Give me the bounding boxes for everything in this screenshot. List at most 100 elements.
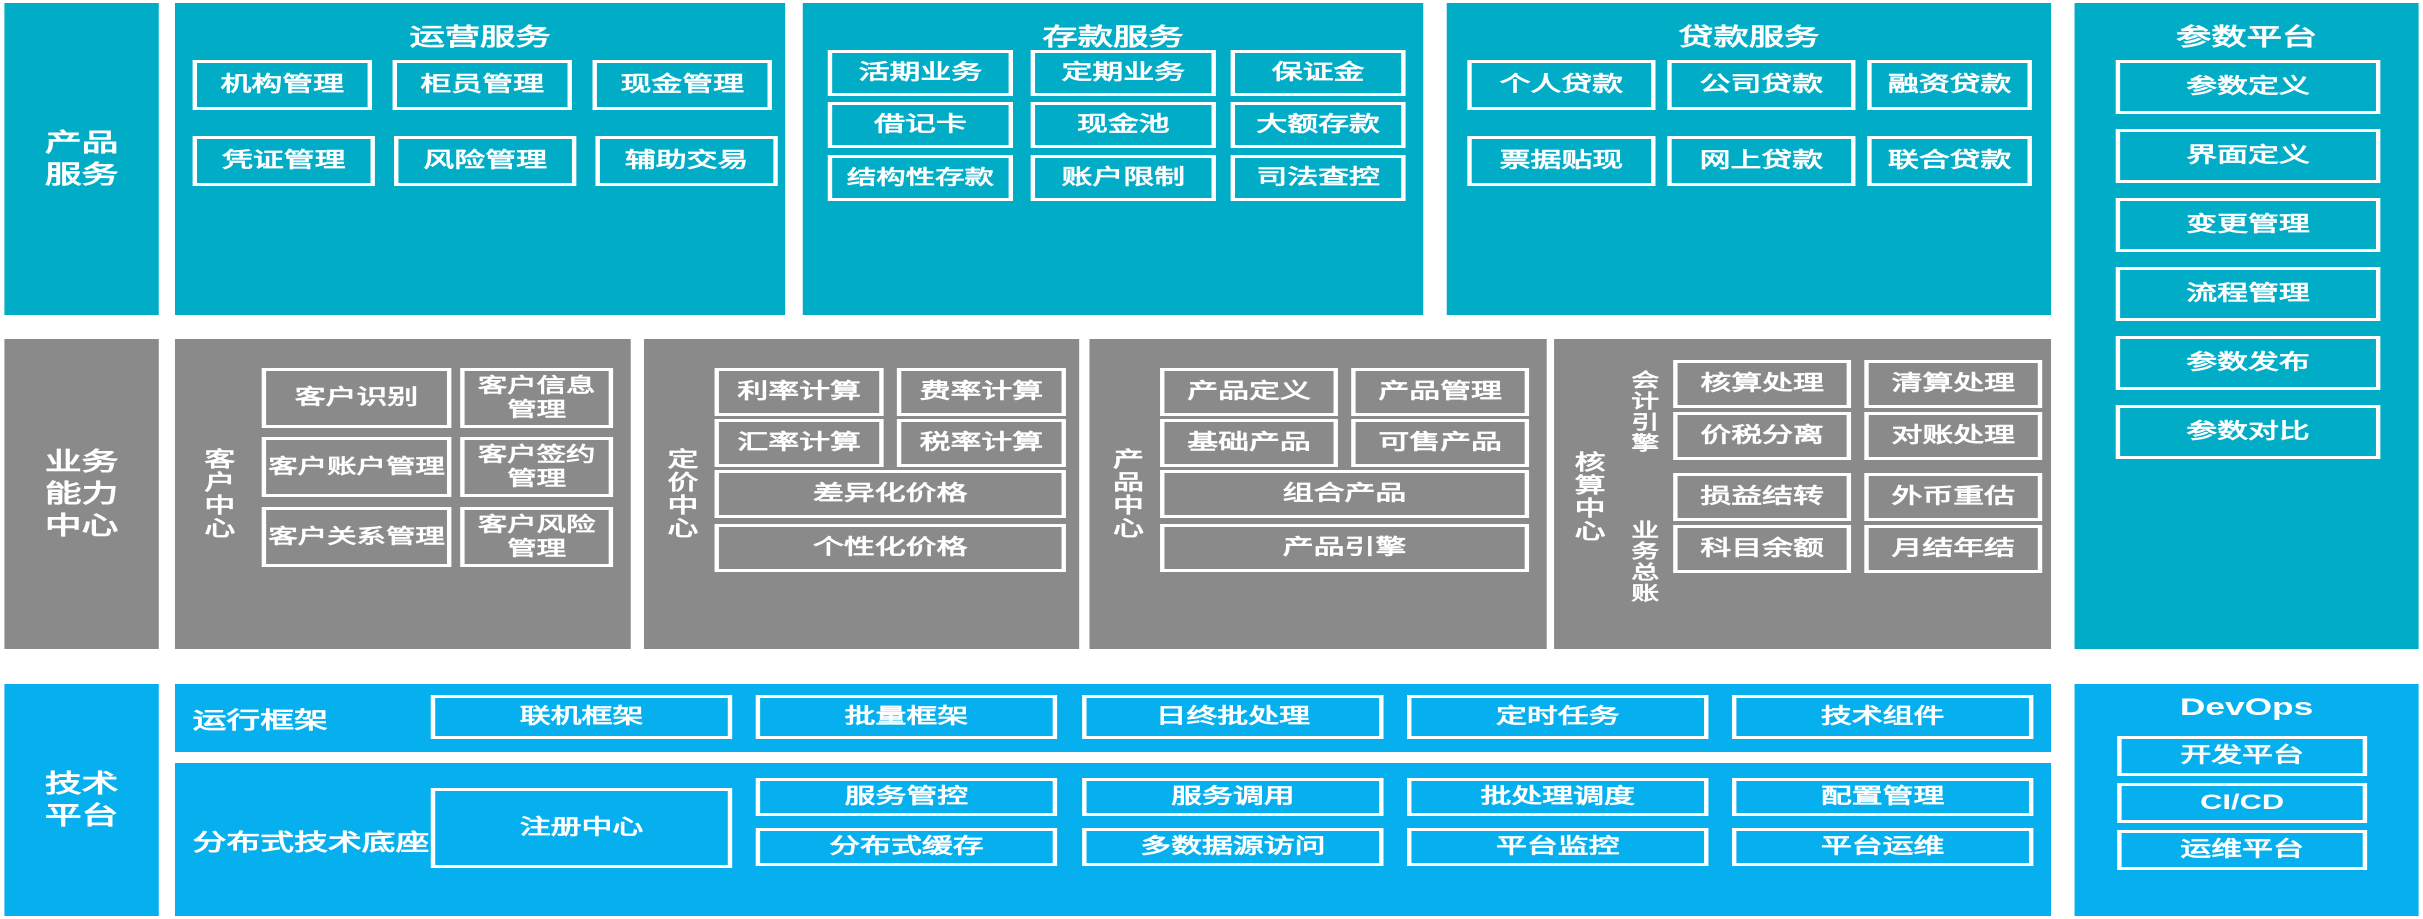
rail-parameter-platform-title: 参数平台 [2175,24,2318,51]
cell-personal-loan[interactable]: 个人贷款 [1467,60,1656,110]
cell-customer-relationship-management[interactable]: 客户关系管理 [261,507,452,567]
group-loan-services: 贷款服务 个人贷款 公司贷款 融资贷款 票据贴现 网上贷款 联合贷款 [1446,3,2052,315]
cell-large-deposit[interactable]: 大额存款 [1230,102,1406,148]
cell-batch-framework[interactable]: 批量框架 [755,695,1058,739]
cell-composite-product[interactable]: 组合产品 [1160,470,1530,518]
cell-technical-component[interactable]: 技术组件 [1731,695,2034,739]
cell-batch-scheduling[interactable]: 批处理调度 [1407,778,1709,816]
tech-row-distributed-foundation-label: 分布式技术底座 [192,828,430,855]
cell-process-management[interactable]: 流程管理 [2115,267,2381,321]
center-pricing: 定价中心 利率计算 费率计算 汇率计算 税率计算 差异化价格 个性化价格 [643,339,1080,649]
cell-parameter-publish[interactable]: 参数发布 [2115,336,2381,390]
cell-accounting-processing[interactable]: 核算处理 [1673,360,1852,408]
cell-exchange-rate-calculation[interactable]: 汇率计算 [714,419,884,467]
rail-parameter-platform: 参数平台 参数定义 界面定义 变更管理 流程管理 参数发布 参数对比 [2074,3,2419,649]
tech-row-distributed-foundation: 分布式技术底座 注册中心 服务管控 分布式缓存 服务调用 多数据源访问 批处理调… [174,763,2052,916]
cell-risk-management[interactable]: 风险管理 [394,136,577,186]
group-operations-services-title: 运营服务 [409,24,551,51]
cell-product-definition[interactable]: 产品定义 [1160,368,1338,416]
cell-online-framework[interactable]: 联机框架 [430,695,733,739]
cell-platform-monitoring[interactable]: 平台监控 [1407,828,1709,866]
cell-ops-platform[interactable]: 运维平台 [2117,830,2368,870]
tech-row-runtime-framework: 运行框架 联机框架 批量框架 日终批处理 定时任务 技术组件 [174,684,2052,752]
cell-cash-pool[interactable]: 现金池 [1030,102,1216,148]
cell-parameter-comparison[interactable]: 参数对比 [2115,405,2381,459]
cell-account-balance[interactable]: 科目余额 [1673,525,1852,573]
cell-distributed-cache[interactable]: 分布式缓存 [755,828,1058,866]
center-pricing-label: 定价中心 [663,448,698,540]
cell-judicial-control[interactable]: 司法查控 [1230,155,1406,201]
cell-service-governance[interactable]: 服务管控 [755,778,1058,816]
cell-customer-account-management[interactable]: 客户账户管理 [261,437,452,497]
cell-parameter-definition[interactable]: 参数定义 [2115,60,2381,114]
cell-voucher-management[interactable]: 凭证管理 [192,136,375,186]
layer-label-product-services-text: 产品 服务 [44,129,119,189]
center-product-label: 产品中心 [1109,448,1144,540]
center-product: 产品中心 产品定义 产品管理 基础产品 可售产品 组合产品 产品引擎 [1089,339,1547,649]
cell-product-management[interactable]: 产品管理 [1351,368,1530,416]
rail-devops-title: DevOps [2179,694,2314,721]
cell-basic-product[interactable]: 基础产品 [1160,419,1338,467]
cell-month-year-end-closing[interactable]: 月结年结 [1864,525,2043,573]
cell-syndicated-loan[interactable]: 联合贷款 [1867,136,2032,186]
cell-scheduled-task[interactable]: 定时任务 [1407,695,1709,739]
cell-multi-datasource-access[interactable]: 多数据源访问 [1082,828,1384,866]
cell-change-management[interactable]: 变更管理 [2115,198,2381,252]
center-customer: 客户中心 客户识别 客户信息管理 客户账户管理 客户签约管理 客户关系管理 客户… [174,339,631,649]
cell-interest-rate-calculation[interactable]: 利率计算 [714,368,884,416]
cell-tax-rate-calculation[interactable]: 税率计算 [896,419,1066,467]
cell-configuration-management[interactable]: 配置管理 [1731,778,2034,816]
group-loan-services-title: 贷款服务 [1678,24,1820,51]
tech-row-runtime-framework-label: 运行框架 [192,707,328,733]
cell-corporate-loan[interactable]: 公司贷款 [1667,60,1856,110]
cell-development-platform[interactable]: 开发平台 [2117,736,2368,776]
cell-profit-loss-carryforward[interactable]: 损益结转 [1673,473,1852,521]
center-customer-label: 客户中心 [200,448,235,540]
layer-label-business-capability: 业务 能力 中心 [4,339,159,649]
cell-reconciliation-processing[interactable]: 对账处理 [1864,412,2043,460]
cell-platform-operations[interactable]: 平台运维 [1731,828,2034,866]
cell-service-invocation[interactable]: 服务调用 [1082,778,1384,816]
cell-bill-discount[interactable]: 票据贴现 [1467,136,1656,186]
cell-customer-identification[interactable]: 客户识别 [261,368,452,428]
cell-ci-cd[interactable]: CI/CD [2117,783,2368,823]
cell-differentiated-pricing[interactable]: 差异化价格 [714,470,1066,518]
cell-customer-contract-management[interactable]: 客户签约管理 [460,437,614,497]
layer-label-product-services: 产品 服务 [4,3,159,315]
cell-auxiliary-transaction[interactable]: 辅助交易 [595,136,778,186]
cell-margin-deposit[interactable]: 保证金 [1230,50,1406,96]
cell-foreign-currency-revaluation[interactable]: 外币重估 [1864,473,2043,521]
cell-customer-info-management[interactable]: 客户信息管理 [460,368,614,428]
cell-personalized-pricing[interactable]: 个性化价格 [714,524,1066,572]
cell-financing-loan[interactable]: 融资贷款 [1867,60,2032,110]
cell-time-deposit[interactable]: 定期业务 [1030,50,1216,96]
cell-online-loan[interactable]: 网上贷款 [1667,136,1856,186]
cell-settlement-processing[interactable]: 清算处理 [1864,360,2043,408]
cell-cash-management[interactable]: 现金管理 [592,60,772,110]
cell-end-of-day-batch[interactable]: 日终批处理 [1082,695,1384,739]
subgroup-general-ledger-label: 业务总账 [1626,519,1658,604]
layer-label-tech-platform: 技术 平台 [4,684,159,916]
cell-price-tax-separation[interactable]: 价税分离 [1673,412,1852,460]
cell-teller-management[interactable]: 柜员管理 [392,60,572,110]
cell-organization-management[interactable]: 机构管理 [192,60,372,110]
cell-debit-card[interactable]: 借记卡 [827,102,1014,148]
cell-sellable-product[interactable]: 可售产品 [1351,419,1530,467]
cell-interface-definition[interactable]: 界面定义 [2115,129,2381,183]
layer-label-tech-platform-text: 技术 平台 [44,770,119,830]
center-accounting-label: 核算中心 [1570,450,1605,543]
group-operations-services: 运营服务 机构管理 柜员管理 现金管理 凭证管理 风险管理 辅助交易 [174,3,786,315]
cell-structured-deposit[interactable]: 结构性存款 [827,155,1014,201]
cell-account-restriction[interactable]: 账户限制 [1030,155,1216,201]
cell-customer-risk-management[interactable]: 客户风险管理 [460,507,614,567]
cell-demand-deposit[interactable]: 活期业务 [827,50,1014,96]
cell-registry-center[interactable]: 注册中心 [430,788,733,868]
subgroup-accounting-engine-label: 会计引擎 [1626,370,1658,454]
group-deposit-services-title: 存款服务 [1042,24,1184,51]
rail-devops: DevOps 开发平台 CI/CD 运维平台 [2074,684,2419,916]
cell-fee-rate-calculation[interactable]: 费率计算 [896,368,1066,416]
cell-product-engine[interactable]: 产品引擎 [1160,524,1530,572]
layer-label-business-capability-text: 业务 能力 中心 [44,448,119,540]
center-accounting: 核算中心 会计引擎 业务总账 核算处理 清算处理 价税分离 对账处理 损益结转 … [1554,339,2052,649]
